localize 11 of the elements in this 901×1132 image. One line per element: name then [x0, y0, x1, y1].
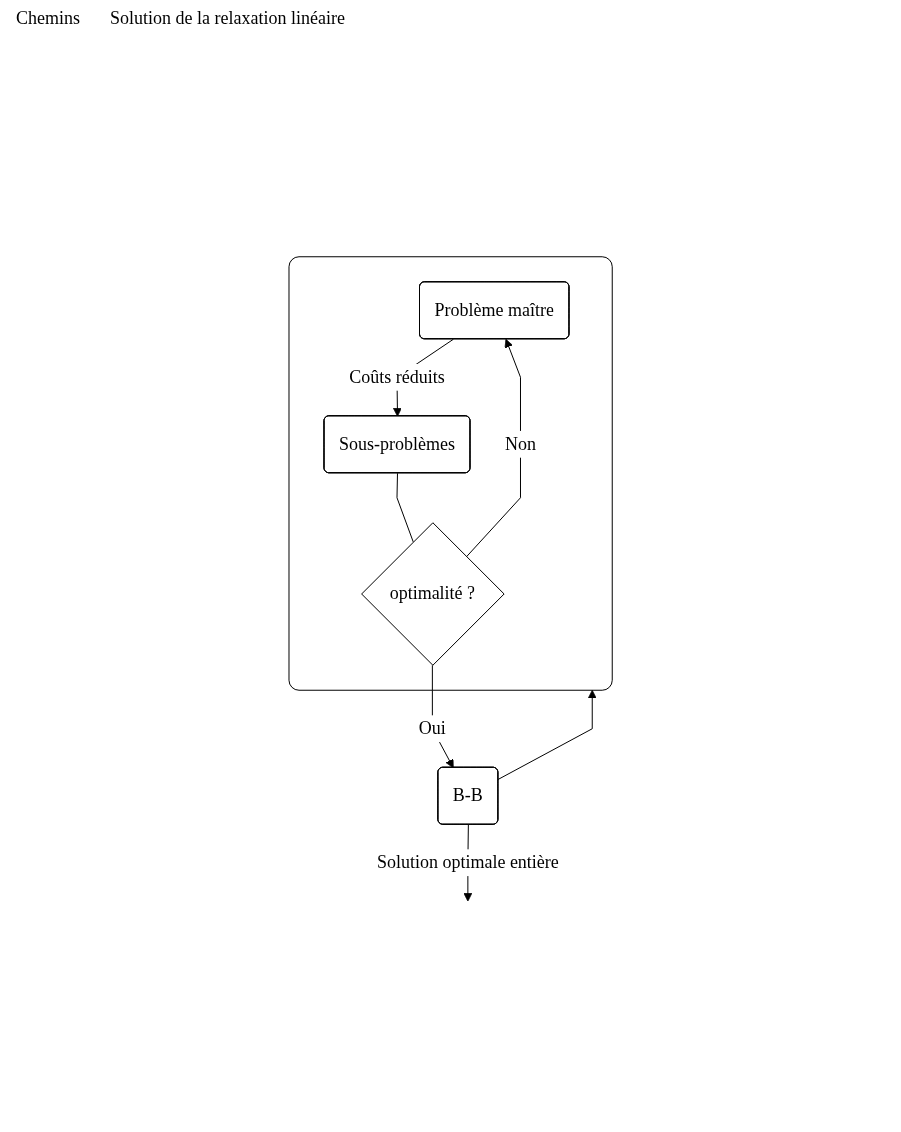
- edge-label: Coûts réduits: [349, 366, 445, 387]
- edge-label: Oui: [418, 718, 446, 739]
- connector: [396, 472, 414, 543]
- edge-label: Solution optimale entière: [376, 852, 559, 873]
- node-diamond: optimalité ?: [361, 522, 505, 666]
- arrow: [465, 338, 521, 558]
- edge-label: Non: [504, 433, 536, 454]
- note-text: Solution de la relaxation linéaire: [110, 8, 345, 29]
- note-text: Chemins: [16, 8, 80, 29]
- arrow: [497, 689, 597, 781]
- cluster: [288, 256, 613, 691]
